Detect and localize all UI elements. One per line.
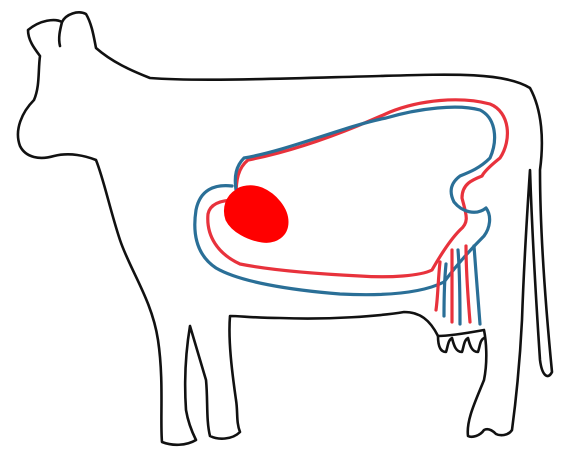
udder-outline: [438, 336, 484, 352]
heart: [224, 186, 288, 242]
hind-leg-artery-3: [466, 246, 470, 322]
cow-ear-outline: [59, 22, 62, 46]
hind-leg-artery-1: [436, 262, 440, 310]
hind-leg-vein-3: [474, 246, 480, 324]
hind-leg-vein-1: [444, 264, 446, 316]
hind-leg-vein-2: [458, 250, 460, 324]
